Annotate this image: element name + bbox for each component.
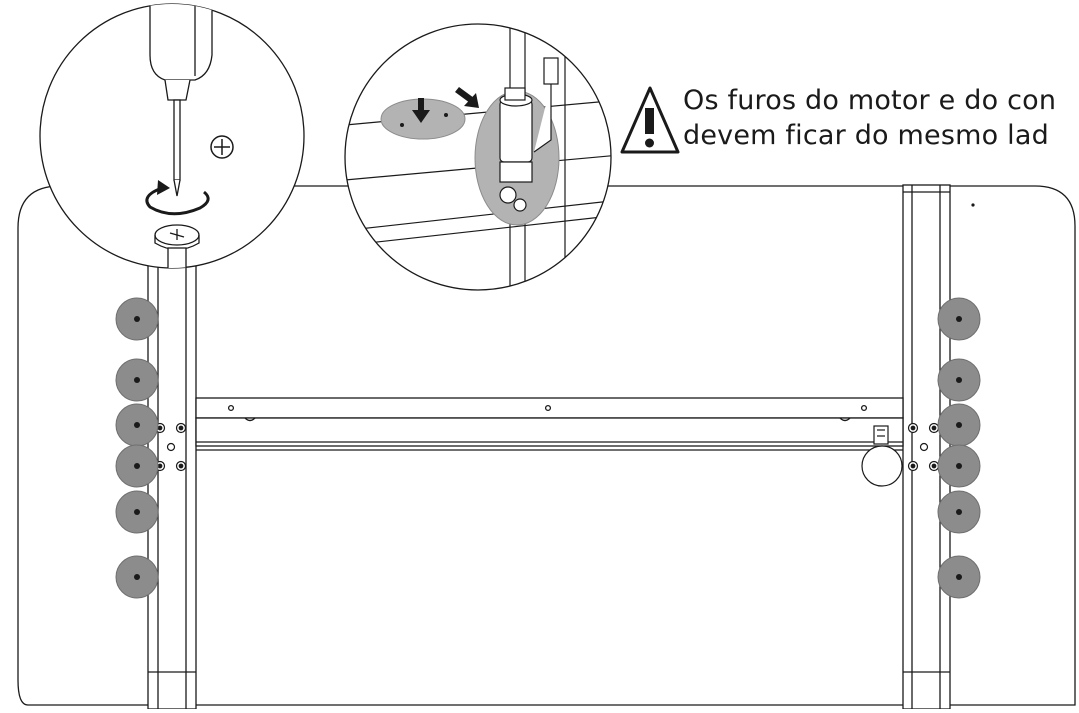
- right-highlighted-holes: [937, 297, 981, 599]
- right-bracket-bolts: [907, 422, 940, 472]
- rotate-arrow-icon: [145, 186, 210, 216]
- motor-housing: [861, 425, 903, 487]
- diagonal-arrow-icon: [455, 87, 479, 108]
- warning-note: Os furos do motor e do con devem ficar d…: [683, 83, 1079, 153]
- detail-motor: [344, 23, 612, 291]
- warning-line-2: devem ficar do mesmo lad: [683, 120, 1049, 151]
- crossbar: [195, 397, 904, 451]
- detail-screwdriver: [39, 3, 305, 269]
- warning-triangle-icon: [620, 86, 680, 154]
- plus-circle-icon: [210, 135, 234, 159]
- down-arrow-icon: [412, 98, 430, 123]
- left-highlighted-holes: [115, 297, 159, 599]
- desktop-outline: [17, 185, 1076, 706]
- warning-line-1: Os furos do motor e do con: [683, 85, 1057, 116]
- small-hole: [971, 203, 975, 207]
